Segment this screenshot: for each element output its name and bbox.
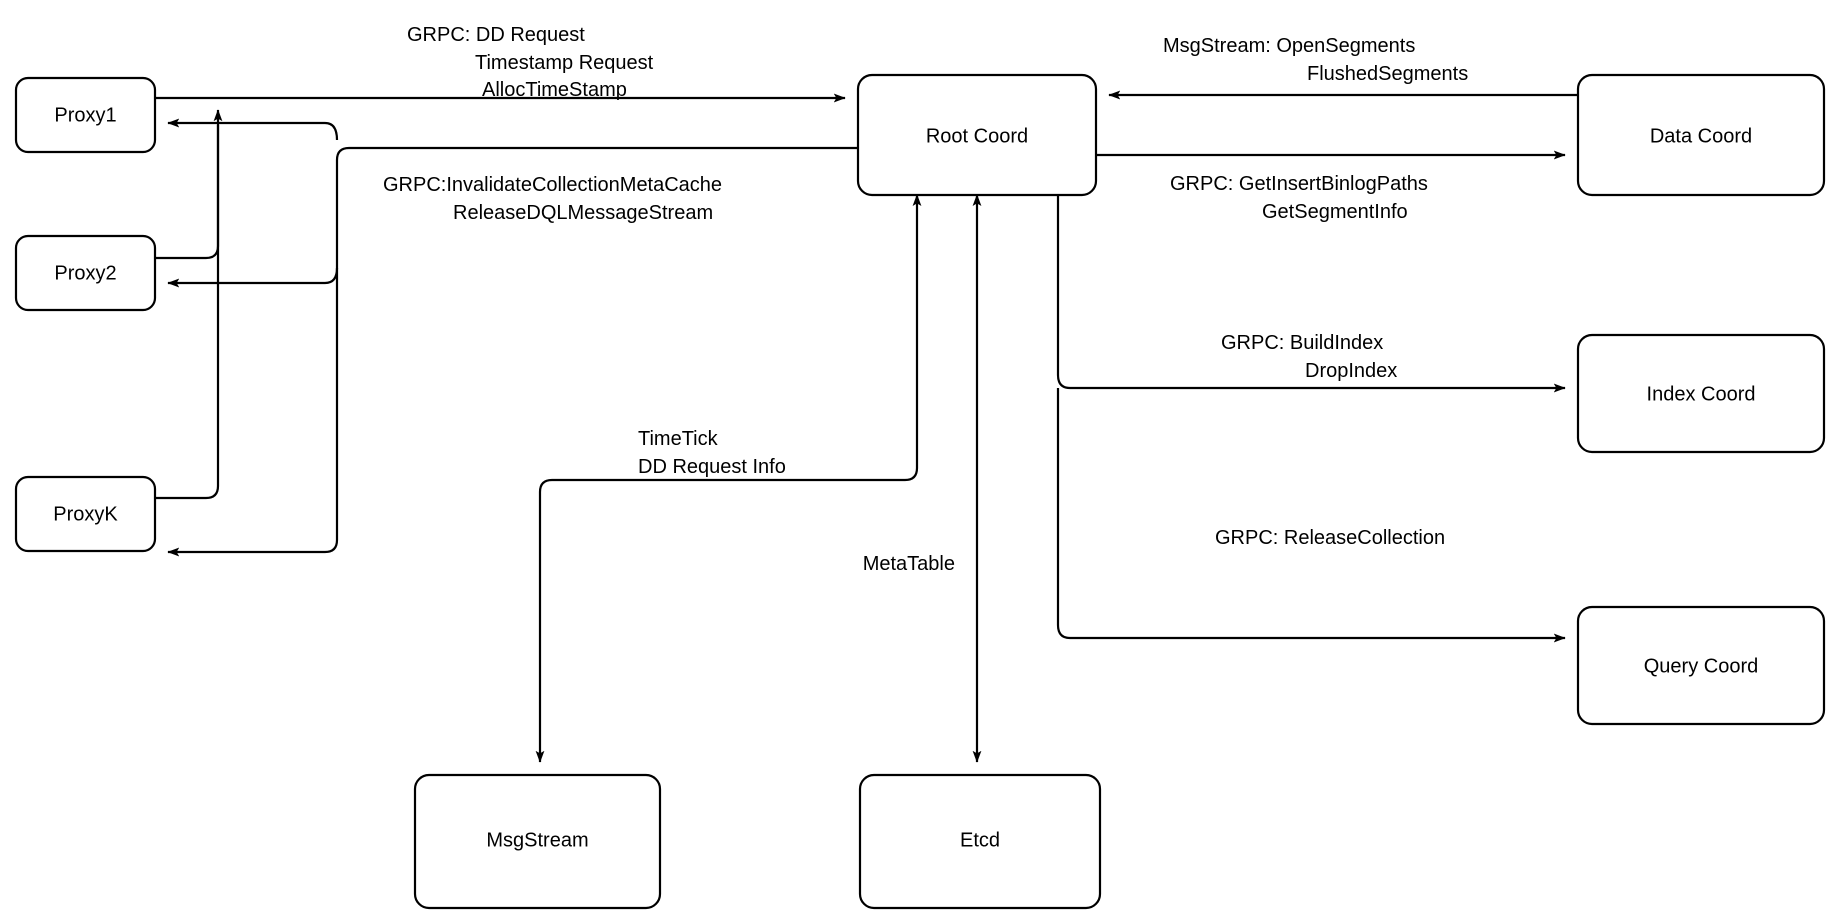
node-etcd[interactable]: Etcd [858,773,1102,910]
edge-rootcoord-to-querycoord [1056,388,1566,643]
node-proxy1-label: Proxy1 [54,104,116,126]
node-msgstream[interactable]: MsgStream [413,773,662,910]
node-querycoord-box[interactable] [1576,605,1826,726]
edge-label-rootcoord-to-msgstream: TimeTick DD Request Info [638,428,786,478]
node-indexcoord-box[interactable] [1576,333,1826,454]
node-msgstream-box[interactable] [413,773,662,910]
node-msgstream-label: MsgStream [486,829,588,851]
edge-line-rootcoord-proxy2 [167,267,339,288]
edge-rootcoord-to-proxies [167,118,858,557]
node-rootcoord-label: Root Coord [926,125,1028,147]
node-proxyk-box[interactable] [14,475,157,553]
label-time-tick: TimeTick [638,428,719,450]
label-invalidate-cache: GRPC:InvalidateCollectionMetaCache [383,174,722,196]
edge-label-rootcoord-to-proxies: GRPC:InvalidateCollectionMetaCache Relea… [383,174,722,224]
node-datacoord-label: Data Coord [1650,125,1752,147]
edge-line-rootcoord-indexcoord [1056,195,1566,393]
edge-label-proxy-to-rootcoord: GRPC: DD Request Timestamp Request Alloc… [407,24,654,101]
edge-label-datacoord-to-rootcoord: MsgStream: OpenSegments FlushedSegments [1163,35,1468,85]
edge-label-rootcoord-to-querycoord: GRPC: ReleaseCollection [1215,527,1445,549]
label-flushed-segments: FlushedSegments [1307,63,1468,85]
edge-line-proxy2-merge [155,109,223,260]
label-dd-request-info: DD Request Info [638,456,786,478]
label-release-dql: ReleaseDQLMessageStream [453,202,713,224]
node-datacoord[interactable]: Data Coord [1576,73,1826,197]
label-grpc-dd-request: GRPC: DD Request [407,24,585,46]
edge-line-rootcoord-proxy1 [167,118,339,141]
label-release-collection: GRPC: ReleaseCollection [1215,527,1445,549]
edge-line-proxyk-merge [155,125,220,500]
label-timestamp-request: Timestamp Request [475,52,654,74]
edge-line-rootcoord-proxyk [167,146,858,557]
label-meta-table: MetaTable [863,553,955,575]
edge-label-rootcoord-to-indexcoord: GRPC: BuildIndex DropIndex [1221,332,1397,382]
label-alloc-timestamp: AllocTimeStamp [482,79,627,101]
edge-line-rootcoord-querycoord [1056,388,1566,643]
edge-rootcoord-to-indexcoord [1056,195,1566,393]
label-get-insert-binlog: GRPC: GetInsertBinlogPaths [1170,173,1428,195]
edge-label-rootcoord-to-datacoord: GRPC: GetInsertBinlogPaths GetSegmentInf… [1170,173,1428,223]
node-proxy1-box[interactable] [14,76,157,154]
label-get-segment-info: GetSegmentInfo [1262,201,1408,223]
node-rootcoord[interactable]: Root Coord [856,73,1098,197]
edge-label-rootcoord-etcd: MetaTable [863,553,955,575]
node-rootcoord-box[interactable] [856,73,1098,197]
node-etcd-box[interactable] [858,773,1102,910]
node-indexcoord[interactable]: Index Coord [1576,333,1826,454]
node-querycoord[interactable]: Query Coord [1576,605,1826,726]
edge-line-rootcoord-msgstream [535,194,922,763]
node-proxy1[interactable]: Proxy1 [14,76,157,154]
label-msgstream-open: MsgStream: OpenSegments [1163,35,1415,57]
node-indexcoord-label: Index Coord [1647,383,1756,405]
node-querycoord-label: Query Coord [1644,655,1759,677]
node-proxy2-box[interactable] [14,234,157,312]
node-proxy2-label: Proxy2 [54,262,116,284]
node-proxy2[interactable]: Proxy2 [14,234,157,312]
label-build-index: GRPC: BuildIndex [1221,332,1383,354]
node-proxyk[interactable]: ProxyK [14,475,157,553]
edge-rootcoord-to-msgstream [535,194,922,763]
node-etcd-label: Etcd [960,829,1000,851]
node-datacoord-box[interactable] [1576,73,1826,197]
label-drop-index: DropIndex [1305,360,1397,382]
edge-proxy-to-rootcoord [155,93,846,500]
node-proxyk-label: ProxyK [53,503,118,525]
